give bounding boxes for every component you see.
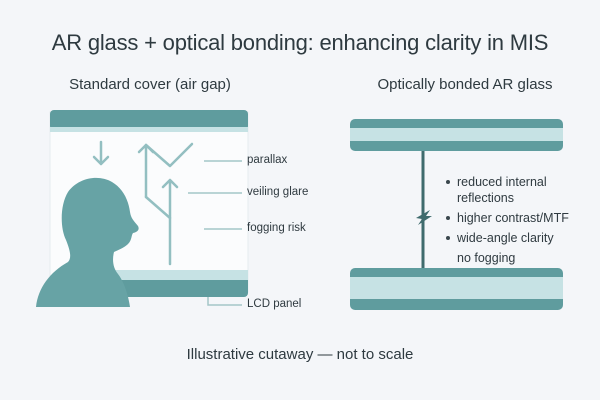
standard-cover-diagram: [36, 110, 249, 307]
bond-break-icon: [416, 210, 432, 225]
incoming-light-arrow: [92, 140, 110, 166]
left-panel-heading: Standard cover (air gap): [69, 76, 231, 93]
cover-glass-top: [50, 110, 248, 130]
benefit-item: reduced internal reflections: [445, 172, 569, 208]
bonded-glass-diagram: [350, 119, 563, 310]
display-light-arrow: [161, 178, 179, 266]
benefit-item: no fogging: [457, 251, 516, 265]
benefit-item: wide-angle clarity: [445, 228, 569, 248]
right-panel-heading: Optically bonded AR glass: [377, 76, 553, 93]
bonded-cover-ar-layer: [350, 128, 563, 141]
benefits-list: reduced internal reflections higher cont…: [445, 172, 569, 268]
viewer-head-silhouette: [36, 177, 139, 307]
lcd-panel: [113, 280, 248, 297]
label-veiling-glare: veiling glare: [247, 186, 309, 198]
label-lcd-panel: LCD panel: [247, 298, 302, 310]
bonded-lcd-layer: [350, 277, 563, 299]
lcd-panel-top-layer: [113, 270, 248, 280]
benefit-item: higher contrast/MTF: [445, 208, 569, 228]
page-title: AR glass + optical bonding: enhancing cl…: [51, 30, 549, 55]
lcd-panel-callout-line: [207, 297, 242, 306]
label-fogging-risk: fogging risk: [247, 222, 306, 234]
reflection-branch: [144, 195, 172, 220]
footer-caption: Illustrative cutaway — not to scale: [186, 346, 414, 363]
cover-glass-coating: [50, 127, 248, 132]
label-parallax: parallax: [247, 154, 288, 166]
reflection-zigzag: [144, 142, 194, 168]
